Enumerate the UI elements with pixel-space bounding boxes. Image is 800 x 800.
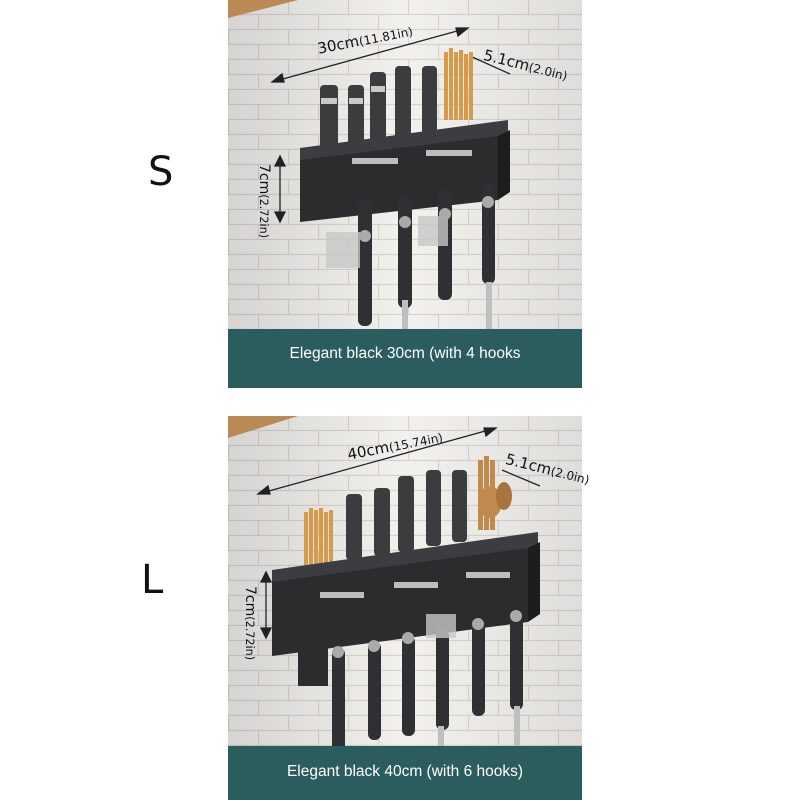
caption-large: Elegant black 40cm (with 6 hooks) [228, 746, 582, 800]
height-label-large: 7cm(2.72in) [242, 586, 258, 661]
size-label-s: S [148, 149, 174, 195]
depth-dimension-arrow [469, 55, 511, 75]
wooden-shelf [228, 416, 298, 438]
height-dimension-arrow [259, 570, 273, 640]
wooden-utensils [478, 456, 512, 530]
wooden-shelf [228, 0, 298, 18]
chopsticks [444, 48, 473, 120]
hanging-utensils [326, 184, 495, 332]
knife-handles [346, 470, 467, 560]
height-label-small: 7cm(2.72in) [256, 164, 272, 239]
caption-small: Elegant black 30cm (with 4 hooks [228, 329, 582, 388]
depth-dimension-arrow [501, 469, 541, 487]
chopsticks [304, 508, 333, 568]
height-dimension-arrow [273, 154, 287, 224]
rack-illustration-small [228, 0, 582, 388]
knife-handles [320, 66, 437, 149]
product-photo-large: 40cm(15.74in) 5.1cm(2.0in) 7cm(2.72in) E… [228, 416, 591, 800]
rack-body [272, 532, 540, 656]
size-label-l: L [141, 557, 164, 603]
width-dimension-arrow [256, 427, 498, 495]
rack-illustration-large [228, 416, 582, 800]
product-photo-small: 30cm(11.81in) 5.1cm(2.0in) 7cm(2.72in) E… [228, 0, 582, 388]
hanging-utensils [298, 610, 523, 800]
width-dimension-arrow [270, 27, 470, 83]
